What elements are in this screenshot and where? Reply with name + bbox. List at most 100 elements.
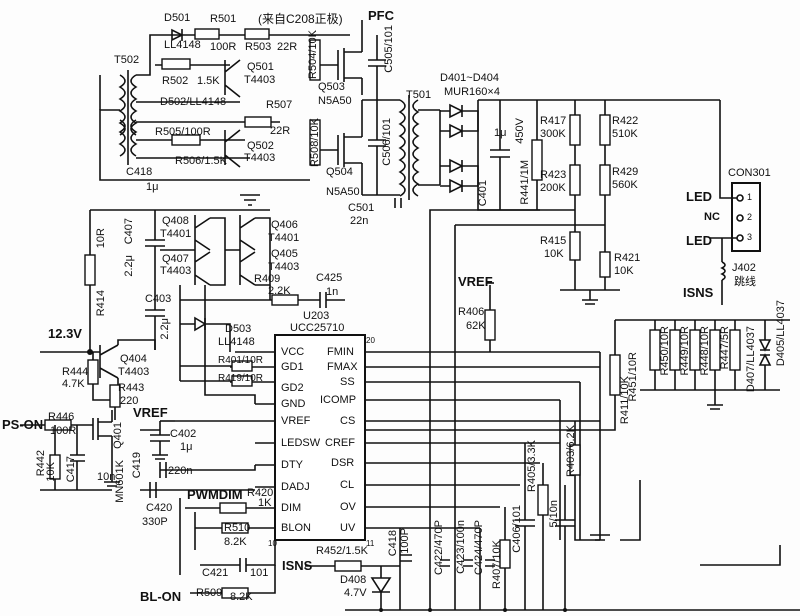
r446-label: R446: [48, 411, 75, 423]
r501-value: 100R: [210, 41, 237, 53]
c402-value: 1μ: [180, 441, 193, 453]
d502-label: D502/LL4148: [160, 96, 227, 108]
q401-label: Q401: [112, 422, 124, 449]
c423-label: C423/100n: [455, 520, 467, 574]
r507-label: R507: [266, 99, 293, 111]
d407-label: D407/LL4037: [745, 326, 757, 393]
c421-label: C421: [202, 567, 229, 579]
c420-label: C420: [146, 502, 173, 514]
c407-label: C407: [123, 218, 135, 245]
con301-pin2-label: NC: [704, 211, 720, 223]
con301-pin1-num: 1: [747, 192, 753, 202]
r417-value: 300K: [540, 128, 566, 140]
con301-pin3-num: 3: [747, 232, 753, 242]
r414-label: R414: [95, 290, 107, 317]
q504-label: Q504: [326, 166, 353, 178]
r409-label: R409: [254, 273, 281, 285]
c421-value: 101: [250, 567, 269, 579]
con301-pin2-num: 2: [747, 212, 753, 222]
r503-body: [244, 28, 270, 40]
q501-part: T4403: [244, 74, 276, 86]
ic-pin-blon: BLON: [281, 522, 311, 534]
r420-value: 1K: [258, 497, 272, 509]
q502-label: Q502: [247, 140, 274, 152]
d503-label: D503: [225, 323, 252, 335]
source-note: (来自C208正极): [258, 12, 343, 26]
r507-value: 22R: [270, 125, 291, 137]
q501-label: Q501: [247, 61, 274, 73]
t502-label: T502: [114, 54, 140, 66]
t501-label: T501: [406, 89, 432, 101]
c406-label: C406/101: [511, 505, 523, 553]
ic-pin-dsr: DSR: [331, 457, 355, 469]
c501-value: 22n: [350, 215, 369, 227]
r444-label: R444: [62, 366, 89, 378]
r423-label: R423: [540, 169, 567, 181]
con301-body: [731, 182, 761, 252]
c424-label: C424/470P: [473, 520, 485, 576]
ic-pin-dim: DIM: [281, 502, 302, 514]
r444-value: 4.7K: [62, 378, 85, 390]
ucc25710-chip: [274, 334, 366, 541]
c417-label: C417: [65, 456, 77, 483]
r448-label: R448/10R: [699, 326, 711, 376]
r506-label: R506/1.5K: [175, 155, 227, 167]
d501-part: LL4148: [164, 39, 201, 51]
r502-label: R502: [162, 75, 189, 87]
r441-label: R441/1M: [519, 160, 531, 205]
j402-note: 跳线: [734, 276, 756, 288]
c418-value: 1μ: [146, 181, 159, 193]
c407-value: 2.2μ: [123, 255, 135, 277]
c417-value: 10n: [97, 471, 116, 483]
q404-part: T4403: [118, 366, 150, 378]
r411-label: R411/10K: [619, 376, 631, 425]
c419-label: C419: [131, 452, 143, 479]
d408-value: 4.7V: [344, 587, 367, 599]
r406-label: R406: [458, 306, 485, 318]
ic-pin-icomp: ICOMP: [320, 394, 357, 406]
ic-pin-gnd: GND: [281, 398, 306, 410]
r401-label: R401/10R: [218, 355, 264, 366]
c403-label: C403: [145, 293, 172, 305]
r510-label: R510: [224, 522, 251, 534]
ic-pin-gd1: GD1: [281, 361, 304, 373]
c401-label: C401: [477, 180, 489, 207]
r503-value: 22R: [277, 41, 298, 53]
ic-pin-fmin: FMIN: [327, 346, 354, 358]
r405-label: R405/3.3K: [526, 440, 538, 492]
r423-value: 200K: [540, 182, 566, 194]
r443-value: 220: [120, 395, 139, 407]
t502-transformer: [118, 70, 138, 165]
ic-pin-vref: VREF: [281, 415, 311, 427]
q406-label: Q406: [271, 219, 298, 231]
r450-label: R450/10R: [659, 326, 671, 376]
c418b-label: C418: [387, 530, 399, 557]
net-label-pwmdim: PWMDIM: [187, 487, 243, 502]
r409-value: 2.2K: [268, 285, 291, 297]
r422-label: R422: [612, 115, 639, 127]
ic-pin-ss: SS: [340, 376, 355, 388]
c401-voltage: 450V: [514, 118, 526, 144]
r502-body: [161, 58, 191, 70]
c419-value: 220n: [168, 465, 193, 477]
r501-label: R501: [210, 13, 237, 25]
q407-part: T4403: [160, 265, 192, 277]
r403-label: R403/6.2K: [565, 425, 577, 477]
q405-label: Q405: [271, 248, 298, 260]
r419-label: R419/10R: [218, 373, 264, 384]
con301-pin1-label: LED: [686, 189, 712, 204]
con301-pin3-label: LED: [686, 233, 712, 248]
c425-label: C425: [316, 272, 343, 284]
c403-value: 2.2μ: [159, 318, 171, 340]
r508-label: R508/10K: [309, 118, 321, 167]
j402-label: J402: [732, 262, 756, 274]
ic-part: UCC25710: [290, 322, 345, 334]
r509-label: R509: [196, 587, 223, 599]
r506-body: [171, 134, 201, 146]
r417-label: R417: [540, 115, 567, 127]
net-label-bl-on: BL-ON: [140, 589, 182, 604]
r421-value: 10K: [614, 265, 634, 277]
c418b-value: 100P: [399, 528, 411, 554]
r407-label: R407/10K: [491, 540, 503, 589]
